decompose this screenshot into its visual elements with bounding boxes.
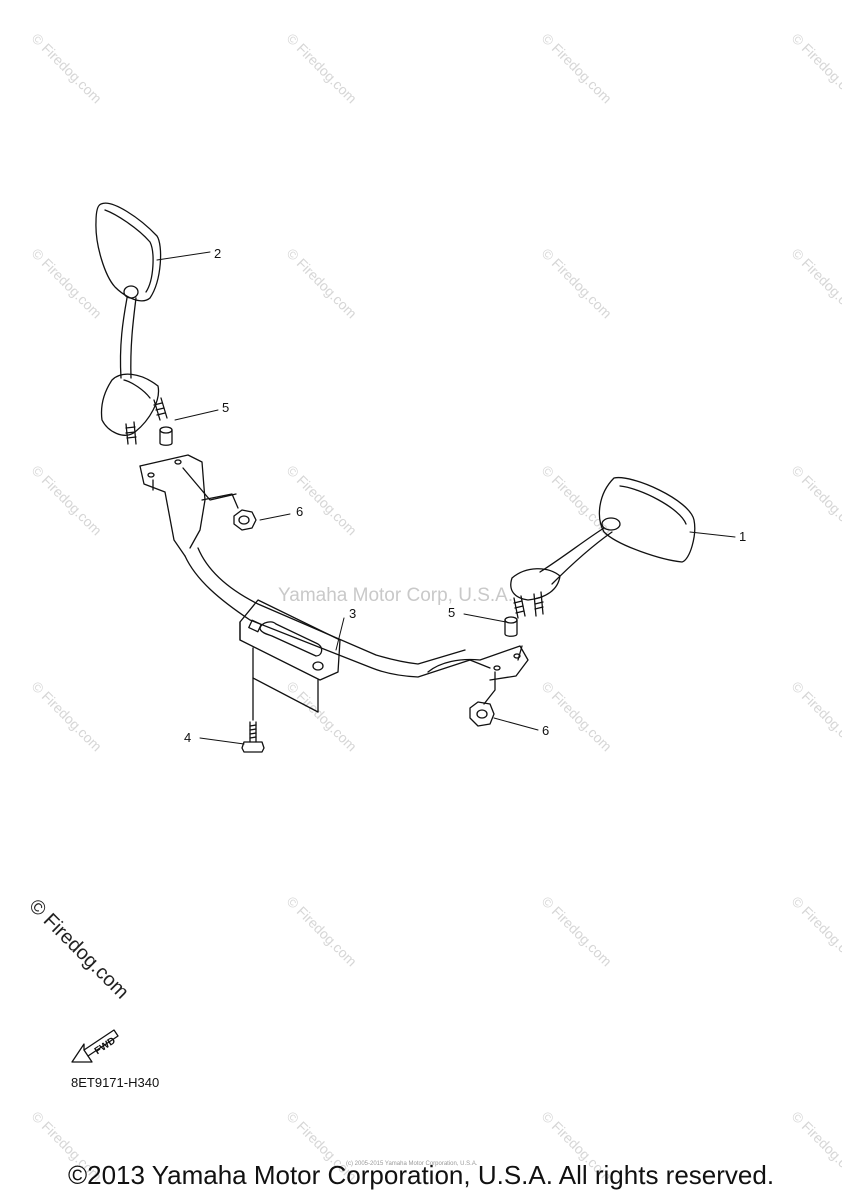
assembly-guides	[152, 467, 523, 721]
fwd-arrow-icon	[71, 1029, 119, 1063]
right-bracket	[427, 645, 529, 681]
diagram-code: 8ET9171-H340	[71, 1075, 160, 1090]
left-collar	[159, 426, 173, 446]
right-nut	[469, 701, 495, 727]
left-mirror	[95, 202, 168, 445]
bolt	[241, 721, 265, 753]
main-stay	[184, 547, 471, 678]
callout-part-6-right: 6	[542, 723, 549, 738]
center-watermark: Yamaha Motor Corp, U.S.A.	[278, 585, 514, 606]
right-collar	[504, 616, 518, 637]
callout-part-6-left: 6	[296, 504, 303, 519]
callout-part-3: 3	[349, 606, 356, 621]
copyright-footer: ©2013 Yamaha Motor Corporation, U.S.A. A…	[67, 1160, 775, 1190]
callout-part-1: 1	[739, 529, 746, 544]
callout-part-5-right: 5	[448, 605, 455, 620]
left-bracket	[139, 454, 239, 557]
center-bracket	[239, 599, 341, 681]
callout-part-4: 4	[184, 730, 191, 745]
callout-part-5-left: 5	[222, 400, 229, 415]
left-nut	[233, 509, 257, 531]
tiny-copyright-line: (c) 2005-2015 Yamaha Motor Corporation, …	[346, 1161, 478, 1167]
leader-lines	[156, 251, 736, 745]
right-mirror	[510, 476, 696, 619]
callout-part-2: 2	[214, 246, 221, 261]
